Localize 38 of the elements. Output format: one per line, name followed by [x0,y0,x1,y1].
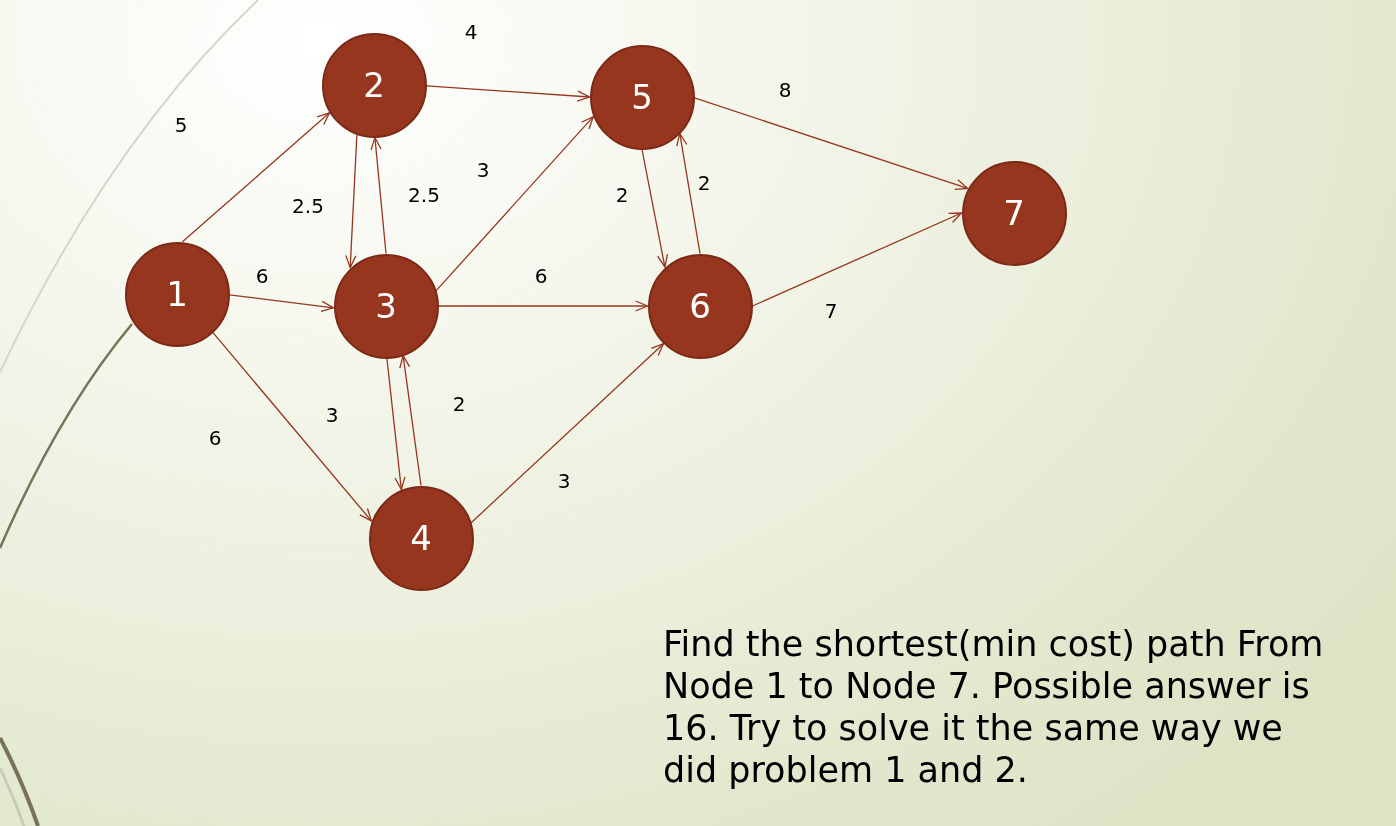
edge-label: 5 [174,114,188,136]
edge-label: 6 [255,265,269,287]
edge-label: 6 [208,427,222,449]
edge-label: 2.5 [292,195,324,217]
node-circle: 5 [589,44,695,150]
arrow [751,212,963,307]
instruction-text: Find the shortest(min cost) path From Node 1 to Node 7. Possible answer is 16. Try to solve it the same way we did problem 1 and 2. [663,623,1325,791]
edge-label: 6 [534,265,548,287]
arrow [425,85,591,102]
edge-label: 2 [697,172,711,194]
arrow [212,331,372,522]
arrow [345,134,358,269]
edge-label: 7 [824,300,838,322]
arrow [386,357,406,490]
node-circle: 6 [647,253,753,359]
arrow [228,294,335,312]
edge-label: 3 [476,159,490,181]
edge-label: 3 [557,470,571,492]
arrow [641,148,669,268]
arrow [676,132,701,255]
arrow [437,300,649,312]
node-circle: 7 [961,160,1067,266]
arrow [693,97,969,190]
edge-label: 3 [325,404,339,426]
edge-label: 4 [464,21,478,43]
edge-label: 8 [778,79,792,101]
arrow [181,112,331,243]
arrow [470,343,665,524]
arrow [435,116,594,292]
edge-label: 2.5 [408,184,440,206]
edge-label: 2 [452,393,466,415]
edge-label: 2 [615,184,629,206]
node-circle: 2 [321,32,427,138]
node-circle: 1 [124,241,230,347]
arrow [370,136,387,255]
node-circle: 3 [333,253,439,359]
node-circle: 4 [368,485,474,591]
arrow [399,355,422,487]
